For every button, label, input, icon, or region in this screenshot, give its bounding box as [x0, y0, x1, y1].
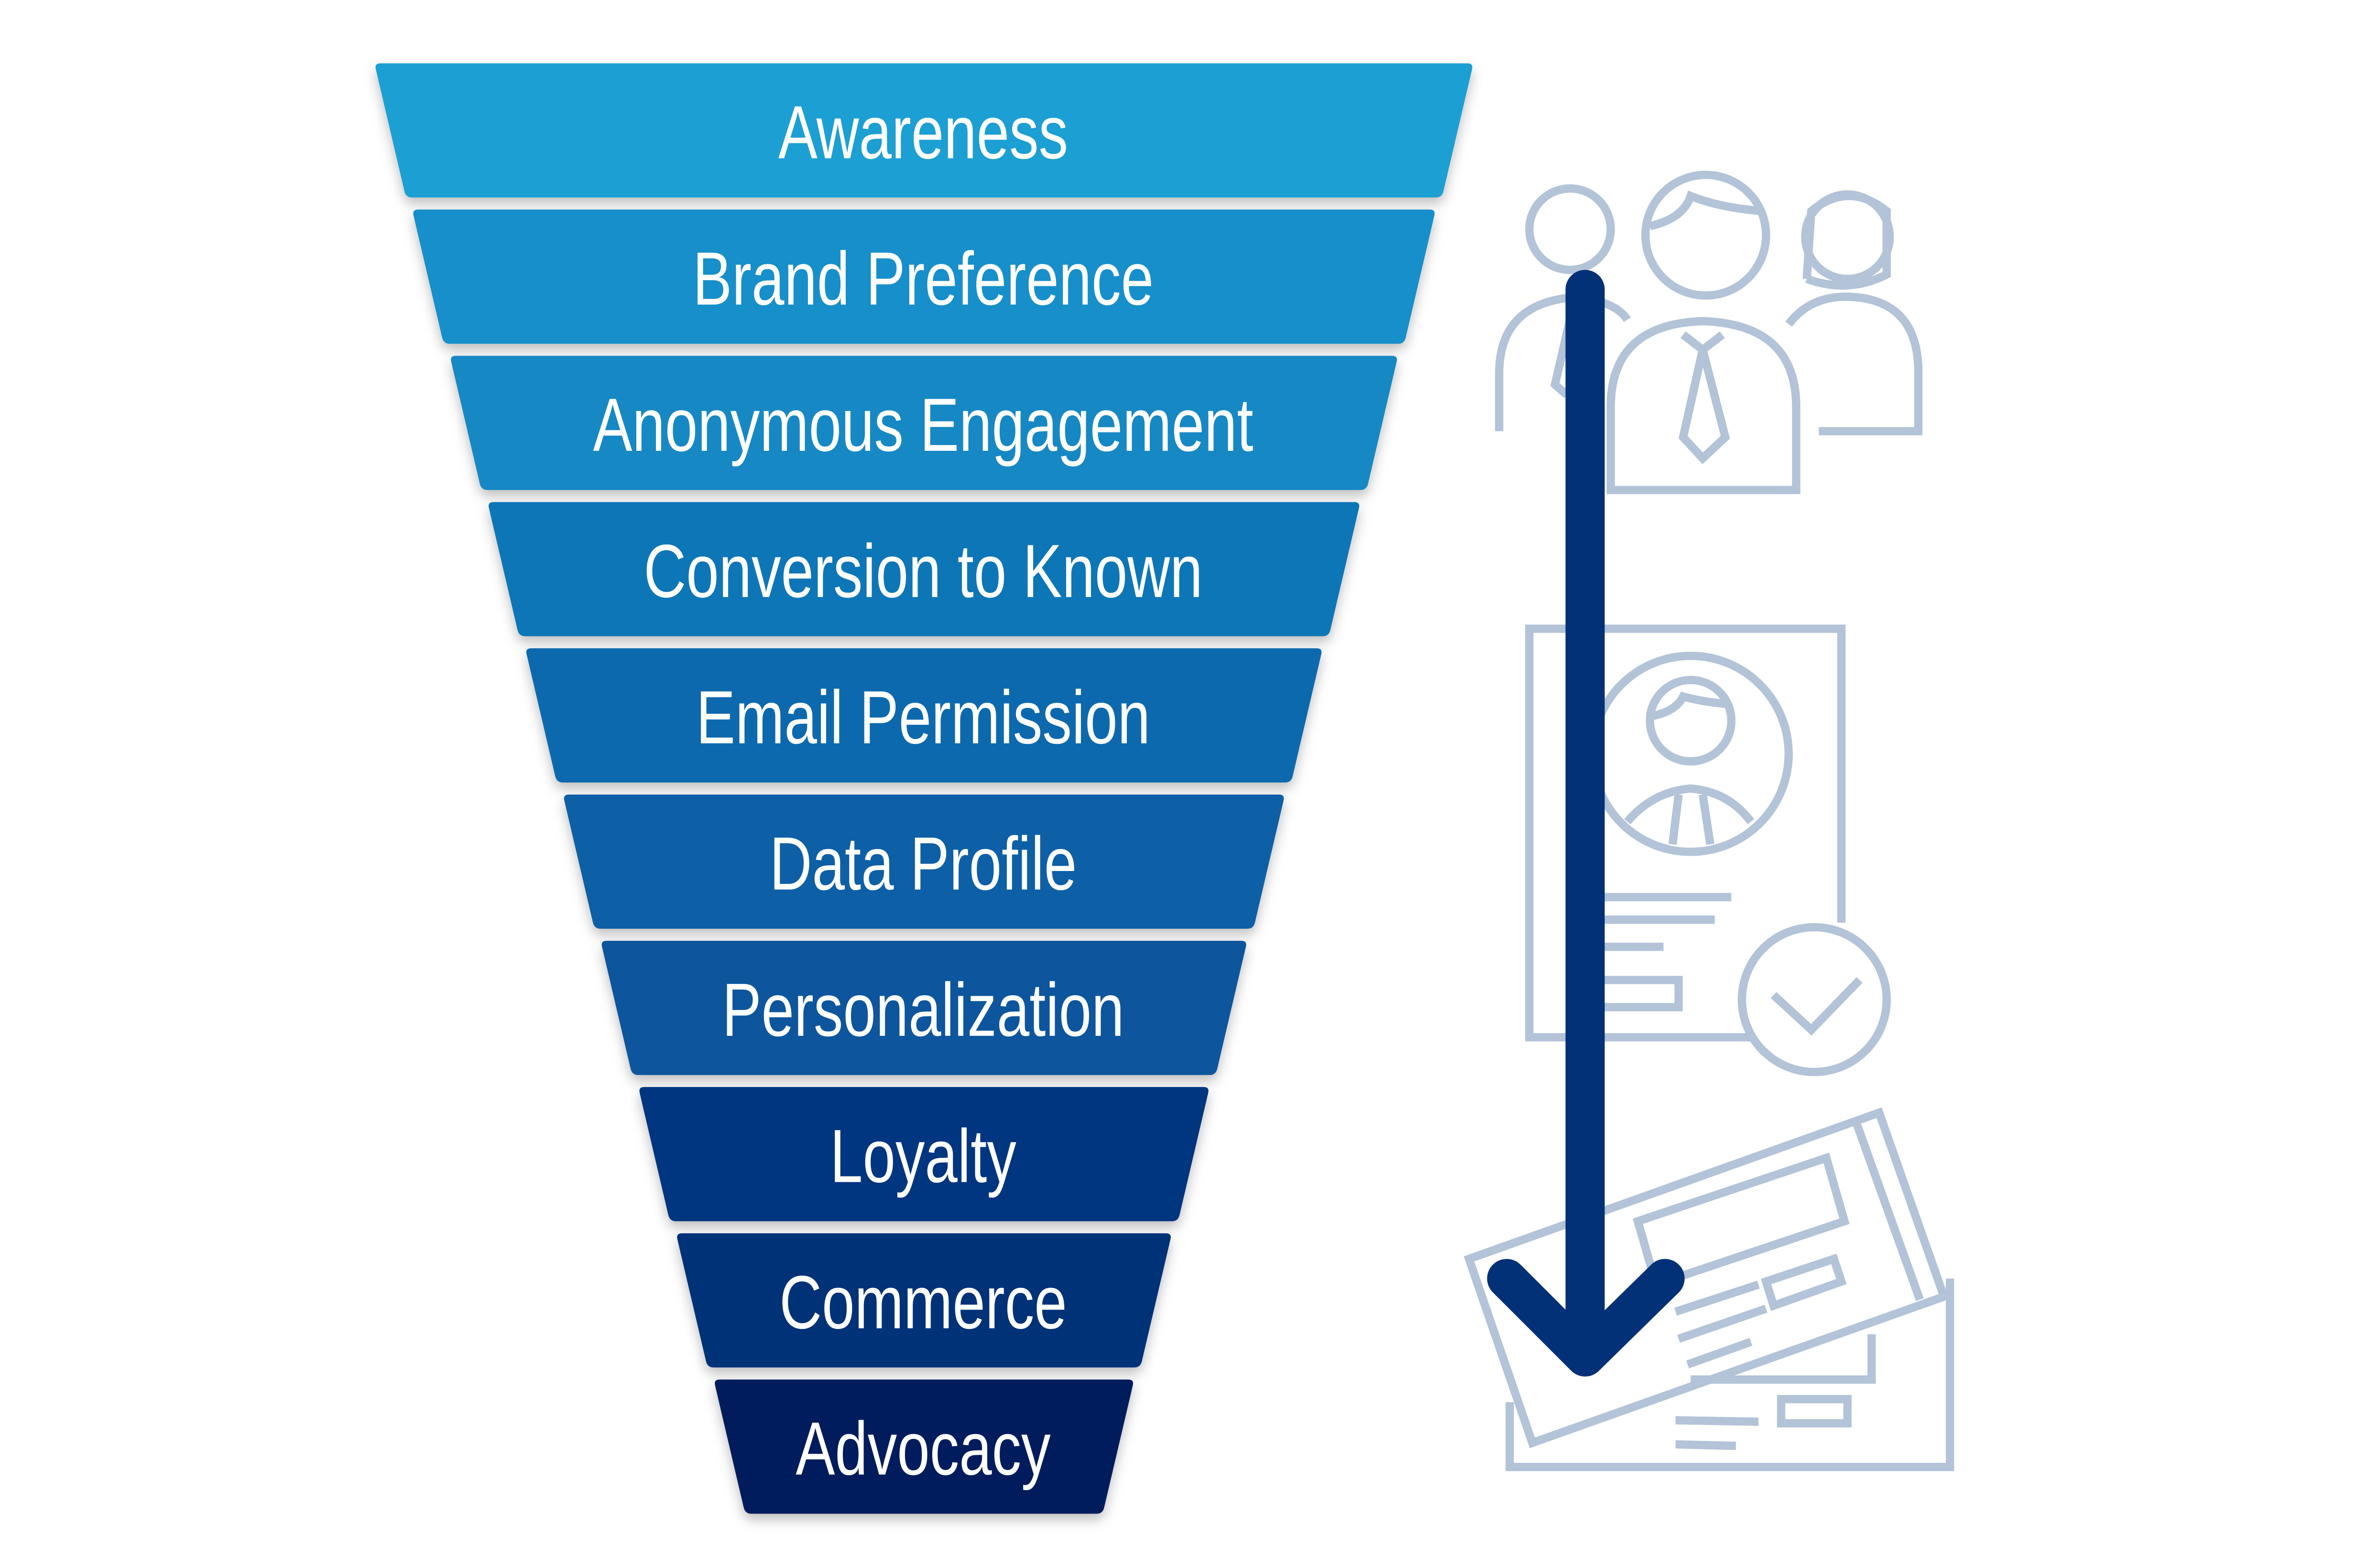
funnel-stage-label: Commerce — [779, 1260, 1067, 1344]
people-group-icon — [1495, 171, 1923, 494]
funnel-band — [375, 63, 1472, 198]
funnel-band — [601, 941, 1246, 1075]
funnel-band — [639, 1087, 1209, 1221]
funnel-stage-label: Brand Preference — [693, 236, 1154, 320]
funnel-stage-label: Advocacy — [796, 1406, 1050, 1491]
funnel-band — [677, 1233, 1171, 1368]
funnel-stage-label: Personalization — [722, 968, 1124, 1052]
down-arrow-icon — [1487, 270, 1685, 1377]
funnel-stage: Awareness — [375, 63, 1472, 198]
funnel-stage-label: Loyalty — [830, 1114, 1016, 1198]
funnel-stage: Data Profile — [564, 795, 1284, 929]
funnel-stage: Anonymous Engagement — [451, 356, 1397, 490]
funnel-stage: Advocacy — [715, 1379, 1134, 1514]
funnel-stage: Brand Preference — [413, 209, 1435, 344]
funnel-stage: Personalization — [601, 941, 1246, 1075]
tickets-icon — [1463, 1107, 1954, 1471]
funnel-stage-label: Awareness — [778, 90, 1068, 174]
funnel-stage-label: Data Profile — [770, 821, 1077, 905]
funnel-stage-label: Conversion to Known — [644, 529, 1202, 613]
funnel-band — [526, 648, 1322, 783]
funnel-band — [489, 502, 1360, 636]
funnel-stage: Email Permission — [526, 648, 1322, 783]
funnel-stage: Conversion to Known — [489, 502, 1360, 636]
funnel-stage-label: Anonymous Engagement — [593, 382, 1253, 467]
funnel-stage-label: Email Permission — [696, 675, 1150, 759]
funnel-band — [451, 356, 1397, 490]
funnel-stage: Commerce — [677, 1233, 1171, 1368]
funnel-stage: Loyalty — [639, 1087, 1209, 1221]
funnel-band — [715, 1379, 1134, 1514]
funnel-band — [564, 795, 1284, 929]
funnel-band — [413, 209, 1435, 344]
